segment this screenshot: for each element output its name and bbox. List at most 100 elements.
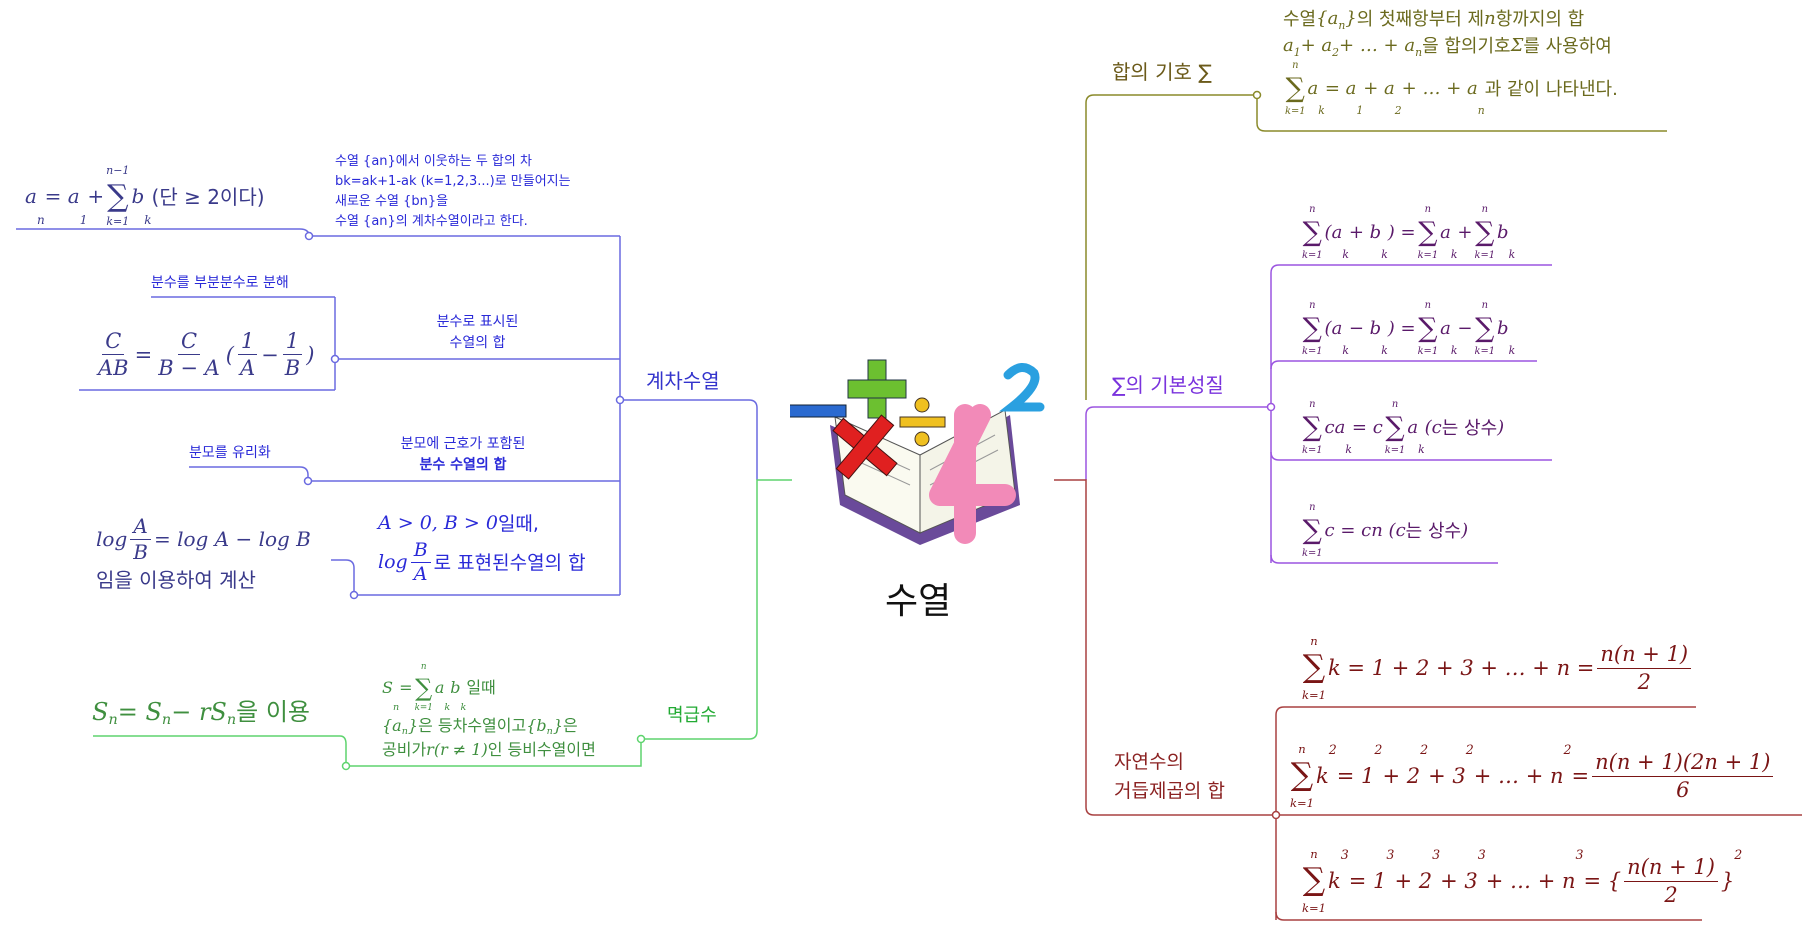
numerator: 1 xyxy=(282,328,303,356)
definition-line: bk=ak+1-ak (k=1,2,3...)로 만들어지는 xyxy=(335,174,571,189)
olive-node-dot xyxy=(1252,90,1262,100)
sigma-icon: ∑ xyxy=(1302,649,1326,686)
formula-text: (단 ≥ 2이다) xyxy=(151,184,265,209)
sum-lower-limit: k=1 xyxy=(1417,346,1439,358)
math-text: log xyxy=(378,550,408,573)
summation: n∑k=1 xyxy=(1418,300,1439,359)
node-rationalize[interactable]: 분모를 유리화 xyxy=(189,445,271,461)
math-text: + a xyxy=(1363,78,1395,100)
math-text: + … + a xyxy=(1339,35,1416,57)
math-text: b xyxy=(450,678,461,698)
sigma-icon: ∑ xyxy=(1285,73,1305,105)
subscript: n xyxy=(392,701,400,713)
node-partial-fraction[interactable]: 분수를 부분분수로 분해 xyxy=(151,275,289,291)
node-fraction-sum[interactable]: 분수로 표시된 수열의 합 xyxy=(420,312,535,354)
sum-upper-limit: n xyxy=(1310,634,1318,648)
formula-text: 항까지의 합 xyxy=(1495,9,1585,30)
sum-lower-limit: k=1 xyxy=(1302,900,1327,915)
subscript: k xyxy=(1381,344,1388,358)
summation: n∑k=1 xyxy=(1302,399,1323,458)
subscript: 2 xyxy=(1332,45,1340,59)
formula-text: 로 표현된수열의 합 xyxy=(433,551,586,574)
definition-line: 수열 {an}의 계차수열이라고 한다. xyxy=(335,214,528,229)
node-power-series[interactable]: 멱급수 xyxy=(667,705,717,726)
math-text: ca xyxy=(1324,417,1346,439)
formula-text: 일때, xyxy=(497,513,539,535)
math-text: S xyxy=(92,697,109,726)
subscript: k xyxy=(1450,248,1458,262)
math-text: k xyxy=(1316,763,1329,788)
sum-lower-limit: k=1 xyxy=(1302,346,1323,358)
denominator: 2 xyxy=(1664,882,1678,907)
formula-text: 임을 이용하여 계산 xyxy=(96,568,256,592)
math-text: − xyxy=(1457,318,1473,340)
node-gyecha[interactable]: 계차수열 xyxy=(646,369,720,393)
formula-text: 은 등차수열이고 xyxy=(418,715,527,735)
summation: n∑k=1 xyxy=(1302,300,1323,359)
math-text: a xyxy=(25,184,37,208)
math-text: a xyxy=(1283,35,1294,57)
subscript: k xyxy=(1508,344,1516,358)
sum-lower-limit: k=1 xyxy=(106,215,130,229)
sum-upper-limit: n xyxy=(420,662,427,672)
subscript: 1 xyxy=(1356,104,1364,118)
node-sigma-properties[interactable]: ∑의 기본성질 xyxy=(1112,373,1224,397)
math-text: − rS xyxy=(171,697,227,726)
denominator: B − A xyxy=(158,356,220,381)
math-text: + b xyxy=(1348,222,1382,244)
subscript: k xyxy=(1450,344,1458,358)
node-sigma-symbol[interactable]: 합의 기호 ∑ xyxy=(1112,60,1212,84)
node-radical-denominator[interactable]: 분모에 근호가 포함된 분수 수열의 합 xyxy=(388,434,538,476)
formula-text: 의 첫째항부터 제 xyxy=(1356,9,1485,30)
subscript: 2 xyxy=(1394,104,1402,118)
summation: n∑k=1 xyxy=(1302,502,1323,561)
denominator: AB xyxy=(98,356,129,381)
sum-lower-limit: k=1 xyxy=(1384,445,1406,457)
sum-upper-limit: n xyxy=(1391,399,1399,410)
center-title[interactable]: 수열 xyxy=(885,581,952,622)
formula-text: 수열 xyxy=(1283,9,1317,30)
numerator: n(n + 1)(2n + 1) xyxy=(1592,749,1774,777)
sum-upper-limit: n xyxy=(1310,847,1318,861)
math-text: ) = xyxy=(1387,222,1416,244)
formula-line: 임을 이용하여 계산 xyxy=(96,565,311,595)
formula-text: 공비가 xyxy=(382,739,427,759)
subscript: k xyxy=(1342,344,1349,358)
superscript: 3 xyxy=(1477,847,1486,862)
superscript: 2 xyxy=(1374,742,1383,757)
node-power-sums[interactable]: 자연수의 거듭제곱의 합 xyxy=(1114,748,1225,805)
numerator: C xyxy=(102,328,125,356)
purple-connectors xyxy=(1085,264,1552,564)
gyecha-definition[interactable]: 수열 {an}에서 이웃하는 두 합의 차 bk=ak+1-ak (k=1,2,… xyxy=(335,152,571,232)
math-text: A > 0, B > 0 xyxy=(378,512,498,535)
sigma-icon: ∑ xyxy=(1302,217,1322,249)
math-text: b xyxy=(1497,222,1509,244)
math-text: = { xyxy=(1583,868,1622,893)
blue-node-dots xyxy=(303,231,625,600)
math-text: + 2 xyxy=(1394,868,1433,893)
math-text: = xyxy=(134,342,153,367)
